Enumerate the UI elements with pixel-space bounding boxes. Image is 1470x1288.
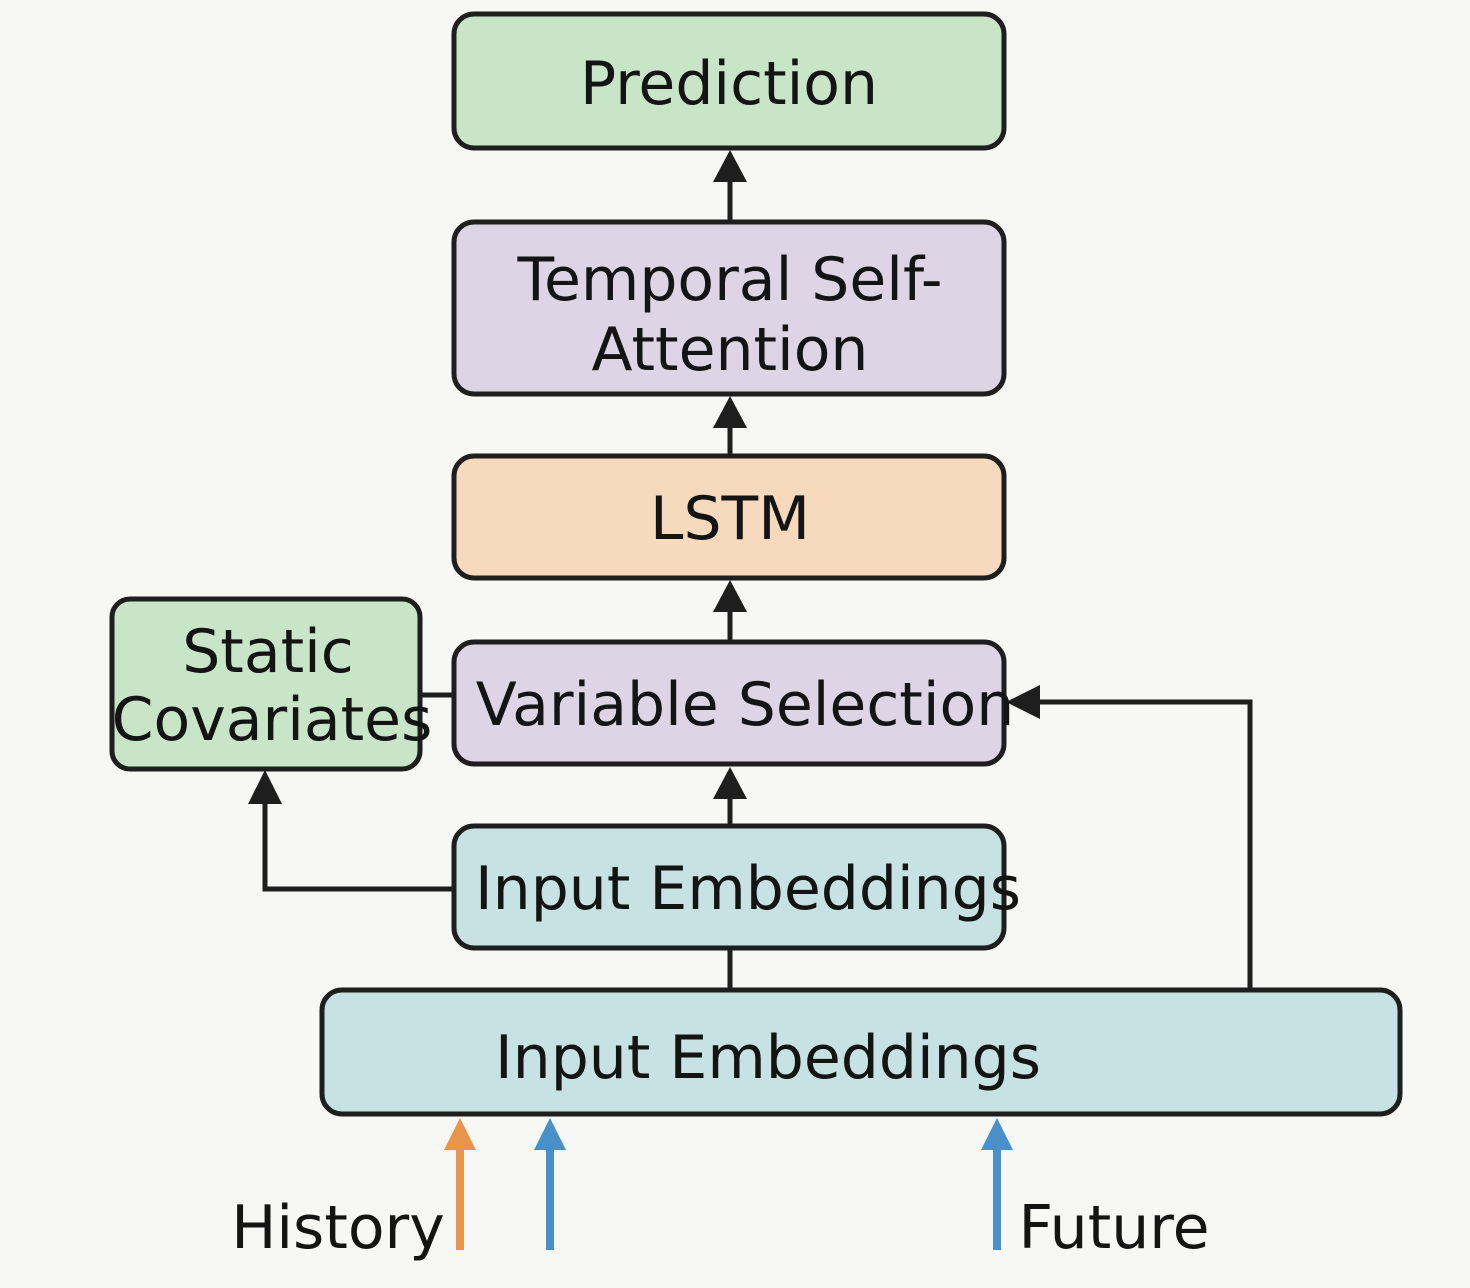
variable-selection-label: Variable Selection (476, 670, 1015, 740)
arrowhead-variable-selection-bottom (713, 767, 747, 799)
temporal-self-attention-node: Temporal Self- Attention (451, 219, 1007, 397)
history-input-arrowhead (534, 1118, 566, 1150)
static-covariates-label-line2: Covariates (112, 685, 433, 755)
arrowhead-lstm (713, 580, 747, 612)
input-arrows (444, 1118, 1013, 1250)
lstm-node: LSTM (451, 453, 1007, 581)
input-embeddings-lower-node: Input Embeddings (319, 987, 1403, 1117)
arrowhead-variable-selection-right (1006, 685, 1040, 719)
future-label: Future (1018, 1193, 1209, 1263)
static-covariates-label-line1: Static (182, 617, 354, 687)
variable-selection-node: Variable Selection (451, 639, 1015, 767)
prediction-label: Prediction (580, 49, 878, 119)
lstm-label: LSTM (650, 484, 810, 554)
input-embeddings-lower-label: Input Embeddings (495, 1023, 1041, 1093)
input-embeddings-upper-node: Input Embeddings (451, 823, 1021, 951)
input-embeddings-upper-label: Input Embeddings (475, 854, 1021, 924)
history-label: History (231, 1193, 444, 1263)
temporal-self-attention-label-line2: Attention (592, 315, 869, 385)
edge-lower-embeddings-to-variable-selection (1036, 699, 1253, 990)
edge-embeddings-to-static-covariates (262, 800, 454, 892)
static-covariates-node: Static Covariates (109, 596, 433, 772)
history-arrowhead (444, 1118, 476, 1150)
arrowhead-prediction (713, 150, 747, 182)
prediction-node: Prediction (451, 11, 1007, 151)
temporal-self-attention-label-line1: Temporal Self- (517, 245, 943, 315)
arrowhead-attention (713, 396, 747, 428)
connectors (248, 150, 1253, 990)
arrowhead-static-covariates (248, 770, 282, 804)
future-arrowhead (981, 1118, 1013, 1150)
